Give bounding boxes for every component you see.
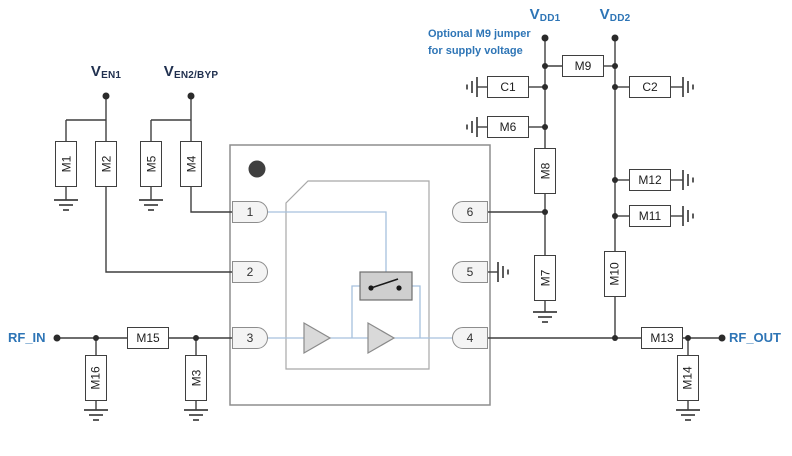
component-m5: M5	[140, 141, 162, 187]
ic-pin-5: 5	[452, 261, 488, 283]
amplifier-2-icon	[367, 321, 396, 355]
component-m7: M7	[534, 255, 556, 301]
label-rf-in: RF_IN	[8, 330, 46, 345]
note-optional-jumper: Optional M9 jumper for supply voltage	[428, 26, 531, 59]
note-line-1: Optional M9 jumper	[428, 28, 531, 40]
component-m11: M11	[629, 205, 671, 227]
ground-below-m3	[184, 409, 208, 421]
ground-right-of-m12	[682, 170, 694, 190]
ic-pin-3: 3	[232, 327, 268, 349]
component-c2: C2	[629, 76, 671, 98]
label-ven2-byp: VEN2/BYP	[163, 63, 219, 81]
label-rf-out: RF_OUT	[729, 330, 781, 345]
ground-below-m5	[139, 199, 163, 211]
label-vdd1: VDD1	[529, 6, 561, 24]
ground-right-of-m11	[682, 206, 694, 226]
ground-left-of-m6	[466, 117, 478, 137]
ground-right-of-c2	[682, 77, 694, 97]
component-m4: M4	[180, 141, 202, 187]
ground-right-of-pin5	[497, 262, 509, 282]
component-m8: M8	[534, 148, 556, 194]
component-m3: M3	[185, 355, 207, 401]
label-vdd2: VDD2	[599, 6, 631, 24]
component-m14: M14	[677, 355, 699, 401]
terminal-dots	[53, 34, 726, 342]
ic-pin-4: 4	[452, 327, 488, 349]
ground-below-m14	[676, 409, 700, 421]
ground-symbols	[54, 77, 700, 421]
ground-below-m16	[84, 409, 108, 421]
bypass-switch-icon	[359, 271, 413, 301]
note-line-2: for supply voltage	[428, 44, 523, 57]
component-c1: C1	[487, 76, 529, 98]
pin1-marker-dot	[248, 160, 266, 178]
component-m12: M12	[629, 169, 671, 191]
label-ven1: VEN1	[90, 63, 122, 81]
die-outline	[285, 180, 430, 370]
ground-below-m7	[533, 311, 557, 323]
amplifier-1-icon	[303, 321, 332, 355]
component-m9: M9	[562, 55, 604, 77]
ic-pin-6: 6	[452, 201, 488, 223]
component-m13: M13	[641, 327, 683, 349]
ground-left-of-c1	[466, 77, 478, 97]
component-m1: M1	[55, 141, 77, 187]
internal-signal-wires	[268, 211, 452, 339]
ic-pin-2: 2	[232, 261, 268, 283]
junction-dots	[93, 63, 691, 341]
component-m6: M6	[487, 116, 529, 138]
ic-pin-1: 1	[232, 201, 268, 223]
ground-below-m1	[54, 199, 78, 211]
component-m10: M10	[604, 251, 626, 297]
component-m15: M15	[127, 327, 169, 349]
component-m2: M2	[95, 141, 117, 187]
component-m16: M16	[85, 355, 107, 401]
